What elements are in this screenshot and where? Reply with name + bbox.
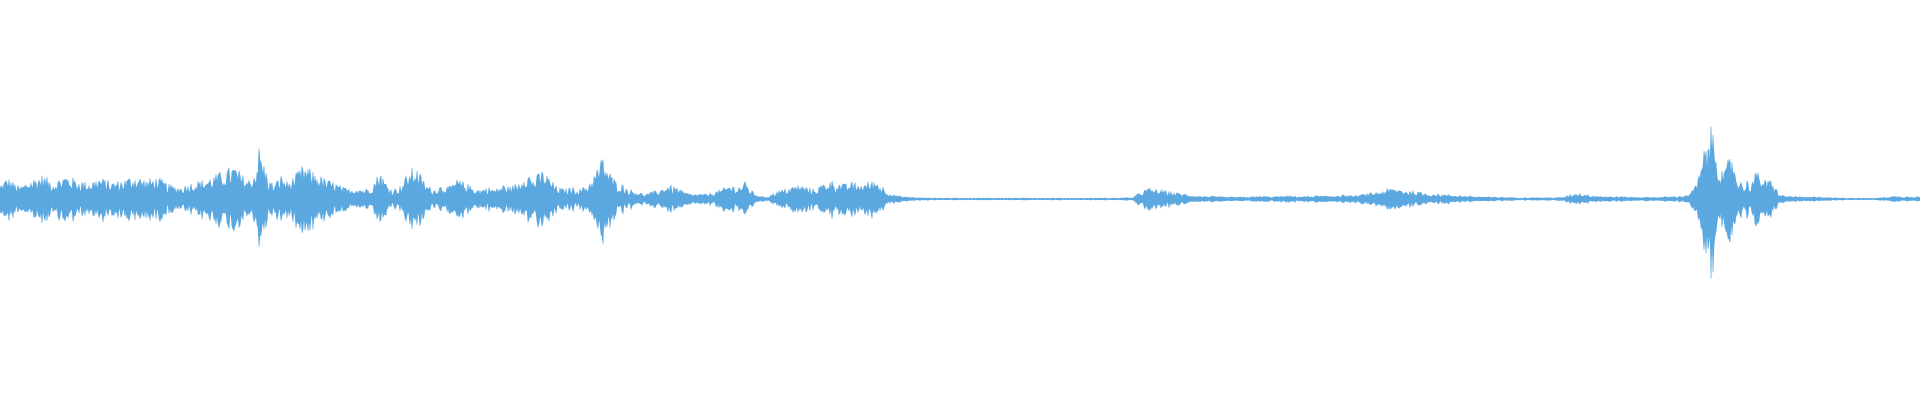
waveform-envelope [0,126,1920,279]
